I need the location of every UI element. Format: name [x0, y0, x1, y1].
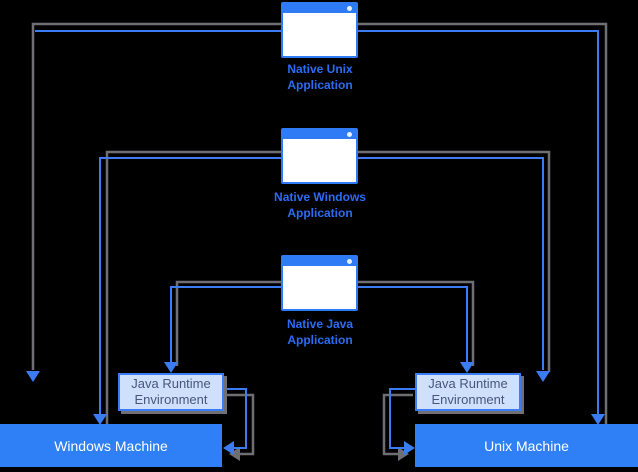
- arrowhead-icon: [398, 447, 409, 461]
- window-button-dot-icon: [347, 132, 352, 137]
- arrowhead-icon: [229, 447, 240, 461]
- app-label-native-windows-application: Native Windows Application: [274, 190, 366, 220]
- connector-java-app-to-jre-right: [356, 280, 475, 373]
- arrowhead-icon: [223, 441, 234, 455]
- app-label-native-unix-application: Native Unix Application: [287, 62, 353, 92]
- connector-windows-app-to-windows-machine: [93, 150, 283, 425]
- window-button-dot-icon: [347, 6, 352, 11]
- arrowhead-icon: [591, 414, 605, 425]
- jre-box-right: Java Runtime Environment: [415, 373, 521, 411]
- arrowhead-icon: [404, 441, 415, 455]
- connector-windows-app-to-right: [356, 150, 551, 382]
- arrowhead-icon: [460, 362, 474, 373]
- connector-jre-right-to-unix-machine: [382, 388, 415, 461]
- machine-bar-unix: Unix Machine: [415, 424, 638, 467]
- connector-unix-app-to-unix-machine: [356, 22, 608, 425]
- arrowhead-icon: [164, 362, 178, 373]
- window-titlebar: [283, 130, 356, 139]
- machine-bar-windows: Windows Machine: [0, 424, 222, 467]
- app-window-icon-windows: [281, 128, 358, 184]
- arrowhead-icon: [536, 371, 550, 382]
- window-titlebar: [283, 4, 356, 13]
- connector-unix-app-to-left: [26, 22, 283, 382]
- app-window-icon-unix: [281, 2, 358, 58]
- arrowhead-icon: [26, 371, 40, 382]
- app-window-icon-java: [281, 255, 358, 311]
- arrowhead-icon: [93, 414, 107, 425]
- jre-box-left: Java Runtime Environment: [118, 373, 224, 411]
- window-button-dot-icon: [347, 259, 352, 264]
- connector-jre-left-to-windows-machine: [223, 388, 255, 461]
- connector-java-app-to-jre-left: [164, 280, 283, 373]
- window-titlebar: [283, 257, 356, 266]
- app-label-native-java-application: Native Java Application: [286, 317, 354, 347]
